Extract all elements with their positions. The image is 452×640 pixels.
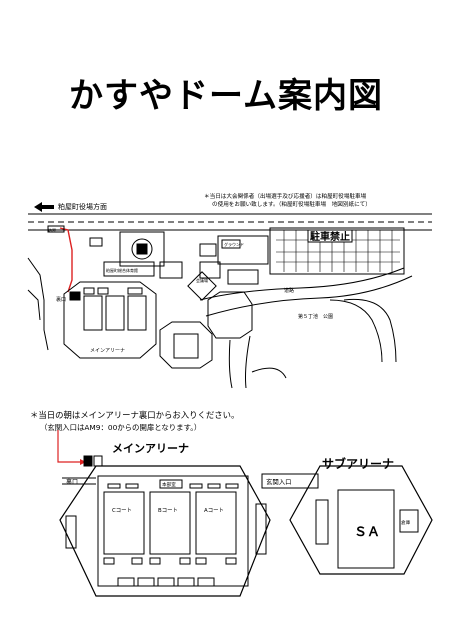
no-parking-label: 駐車禁止 bbox=[310, 230, 350, 243]
storage-label: 倉庫 bbox=[401, 519, 411, 526]
lower-map bbox=[57, 430, 433, 597]
rear-entrance-lower: 裏口 bbox=[66, 478, 78, 486]
field-label: 第５丁池 公園 bbox=[298, 313, 333, 320]
notice-line1: ＊当日の朝はメインアリーナ裏口からお入りください。 bbox=[30, 410, 239, 420]
parking-note-line1: ＊当日は大会関係者（出場選手及び応援者）は粕屋町役場駐車場 bbox=[204, 192, 367, 200]
upper-map bbox=[27, 202, 432, 389]
rear-entrance-label: 裏口 bbox=[56, 296, 66, 303]
small-label-4: グラウンド bbox=[224, 241, 244, 247]
main-arena-label: メインアリーナ bbox=[90, 348, 125, 354]
small-label-1: 粕屋 bbox=[48, 227, 56, 233]
front-entrance-label: 玄関入口 bbox=[266, 477, 292, 486]
referee-room-label: 本部室 bbox=[162, 481, 176, 488]
direction-label: 粕屋町役場方面 bbox=[58, 202, 107, 211]
road-label: 道路 bbox=[284, 287, 294, 294]
notice-line2: （玄関入口はAM9：00からの開扉となります。） bbox=[40, 423, 201, 432]
parking-note-line2: の使用をお願い致します。（粕屋町役場駐車場 地図別紙にて） bbox=[212, 200, 371, 208]
page-title: かすやドーム案内図 bbox=[69, 76, 383, 116]
sa-label: ＳＡ bbox=[354, 525, 380, 540]
small-label-3: 会議場 bbox=[196, 277, 208, 283]
main-arena-title: メインアリーナ bbox=[112, 442, 189, 455]
court-a-label: Aコート bbox=[204, 507, 224, 514]
court-c-label: Cコート bbox=[112, 507, 132, 514]
small-label-2: 粕屋町総合体育館 bbox=[106, 267, 138, 273]
court-b-label: Bコート bbox=[158, 507, 178, 514]
sub-arena-title: サブアリーナ bbox=[322, 456, 394, 471]
direction-arrow-icon bbox=[34, 202, 54, 212]
